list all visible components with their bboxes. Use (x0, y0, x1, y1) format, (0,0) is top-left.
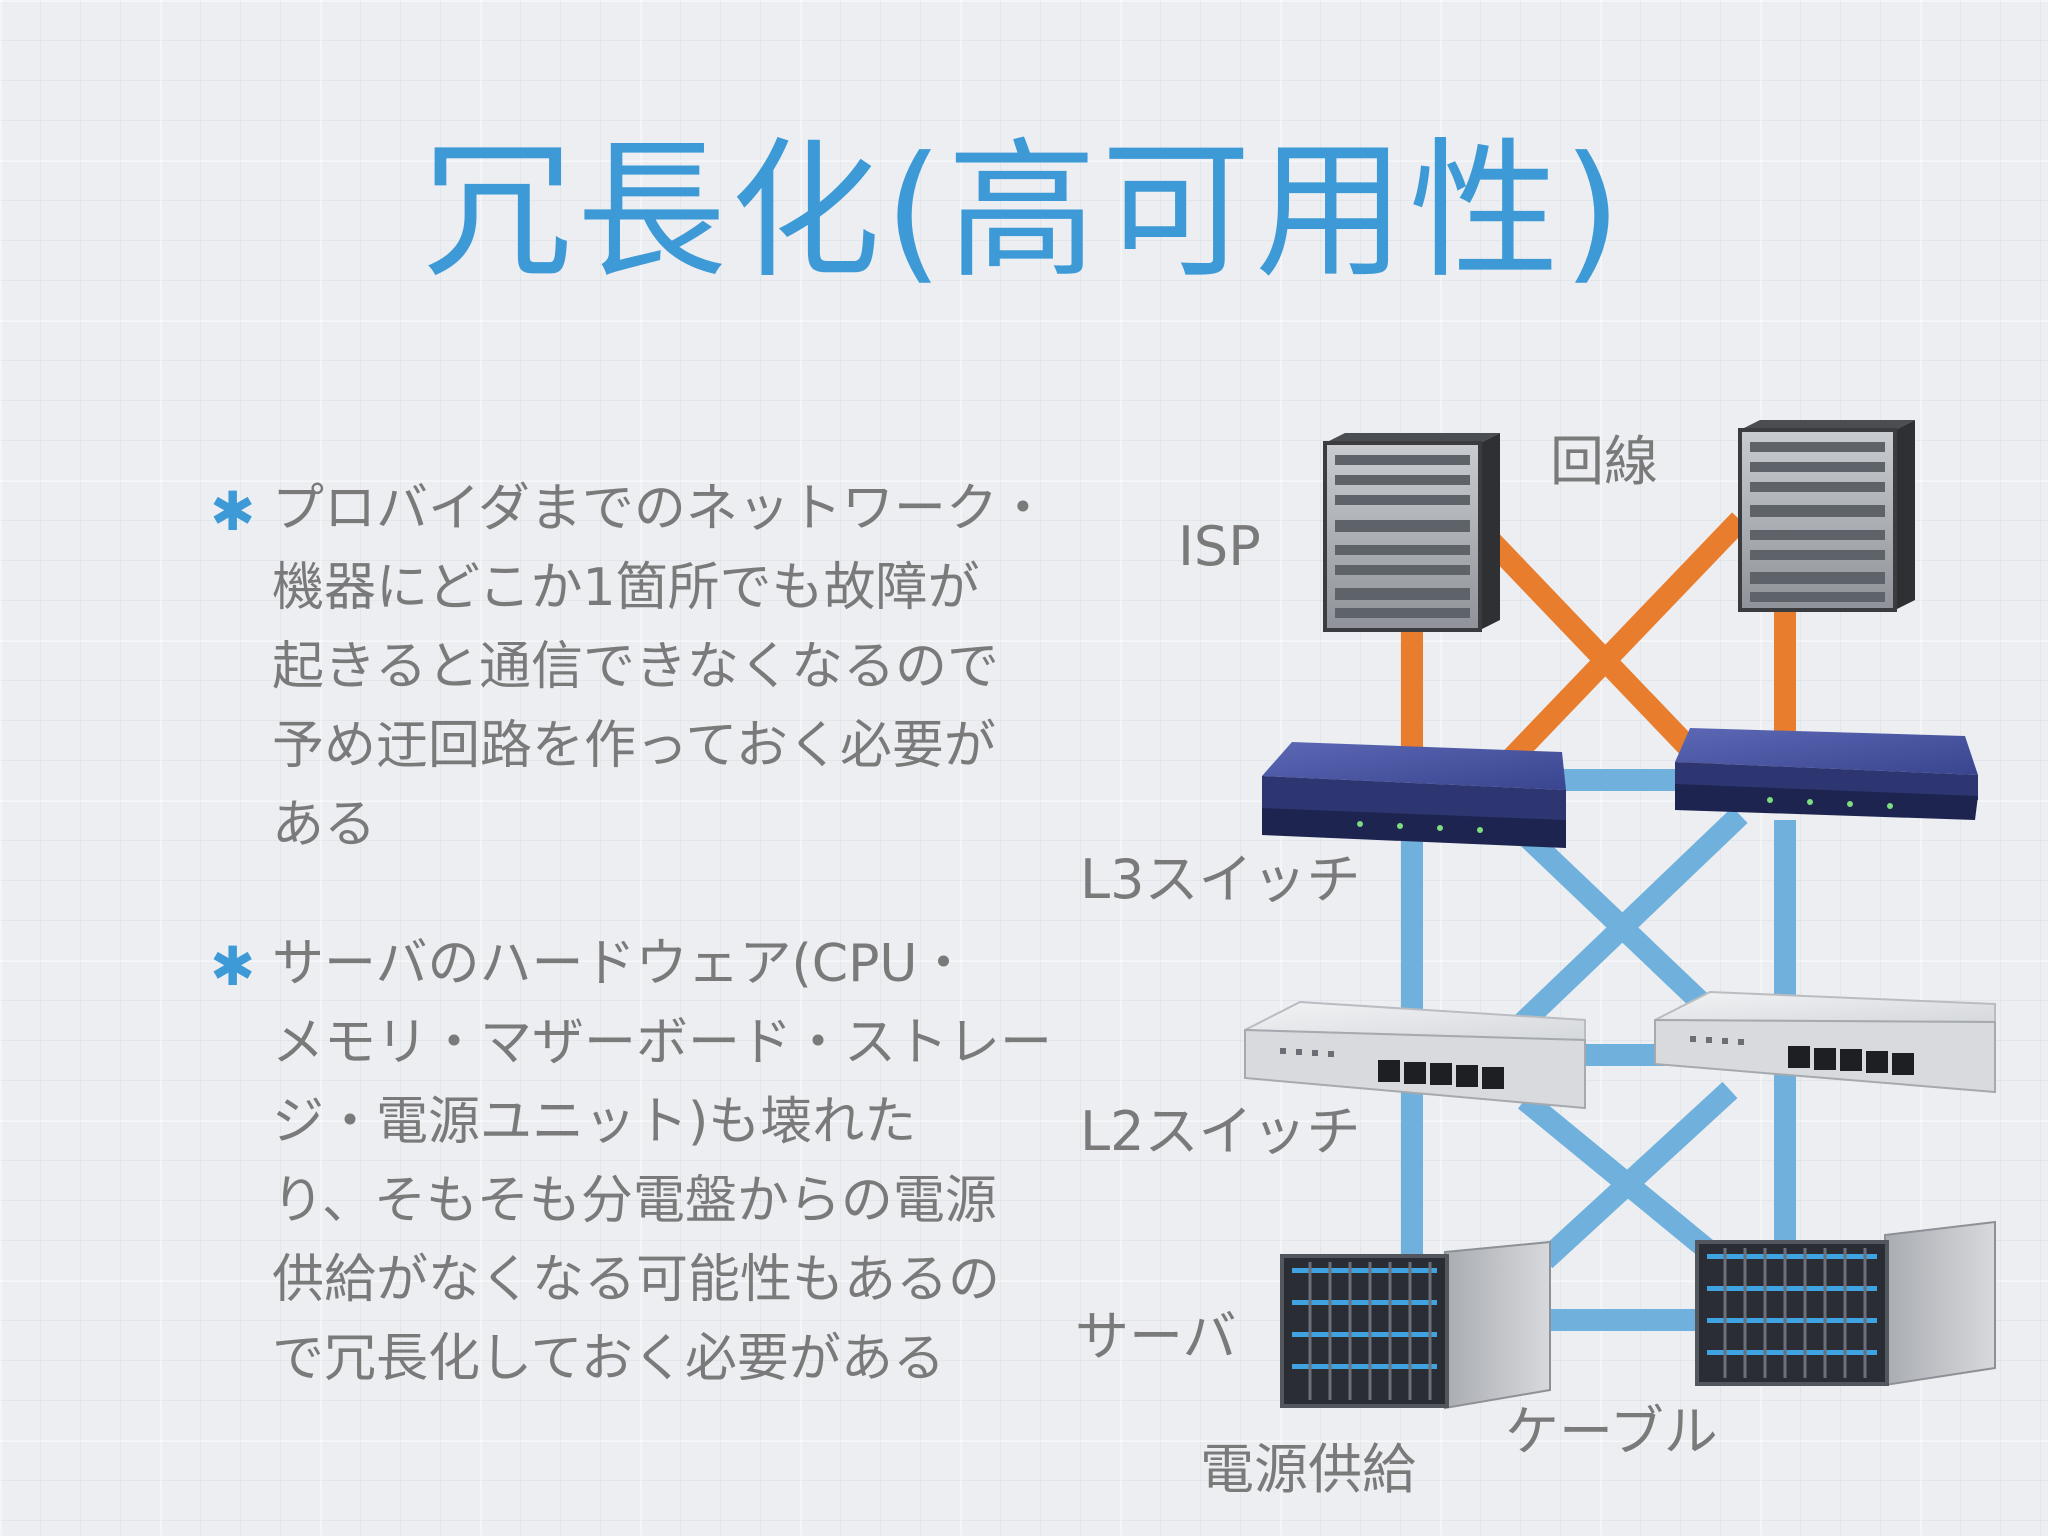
l2-switch-right (1654, 990, 1996, 1094)
label-cable: ケーブル (1505, 1400, 1718, 1463)
isp-router-left (1323, 433, 1500, 632)
l2-switch-left (1244, 1000, 1586, 1110)
label-isp: ISP (1178, 515, 1261, 578)
bullet-line: で冗長化しておく必要がある (272, 1329, 945, 1389)
server-right (1695, 1220, 1996, 1387)
isp-link (1502, 512, 1748, 768)
slide-title: 冗長化(高可用性) (422, 125, 1626, 299)
server-left (1280, 1240, 1551, 1410)
l3-switch-left (1262, 742, 1566, 848)
bullet-line: プロバイダまでのネットワーク・ (272, 479, 1049, 539)
bullet-line: ジ・電源ユニット)も壊れた (272, 1092, 917, 1152)
bullet-line: 機器にどこか1箇所でも故障が (272, 558, 980, 618)
asterisk-bullet-icon: ✱ (210, 935, 256, 998)
lan-link (1537, 1081, 1738, 1269)
bullet-line: 供給がなくなる可能性もあるの (272, 1250, 1001, 1310)
label-power-supply: 電源供給 (1200, 1438, 1416, 1501)
label-l2-switch: L2スイッチ (1080, 1100, 1360, 1163)
label-l3-switch: L3スイッチ (1080, 848, 1360, 911)
isp-router-right (1738, 420, 1915, 612)
bullet-line: 予め迂回路を作っておく必要が (272, 716, 996, 776)
bullet-line: 起きると通信できなくなるので (272, 637, 999, 697)
bullet-server-hardware: ✱ サーバのハードウェア(CPU・ メモリ・マザーボード・ストレー ジ・電源ユニ… (210, 925, 1060, 1399)
asterisk-bullet-icon: ✱ (210, 480, 256, 543)
bullet-line: ある (272, 795, 377, 855)
bullet-list: ✱ プロバイダまでのネットワーク・ 機器にどこか1箇所でも故障が 起きると通信で… (210, 470, 1060, 1459)
lan-link (1502, 807, 1748, 1043)
label-server: サーバ (1075, 1305, 1236, 1368)
bullet-network: ✱ プロバイダまでのネットワーク・ 機器にどこか1箇所でも故障が 起きると通信で… (210, 470, 1060, 865)
l3-switch-right (1675, 728, 1978, 820)
bullet-line: サーバのハードウェア(CPU・ (272, 934, 970, 994)
bullet-line: り、そもそも分電盤からの電源 (272, 1171, 997, 1231)
bullet-line: メモリ・マザーボード・ストレー (272, 1013, 1053, 1073)
label-line: 回線 (1550, 430, 1658, 493)
